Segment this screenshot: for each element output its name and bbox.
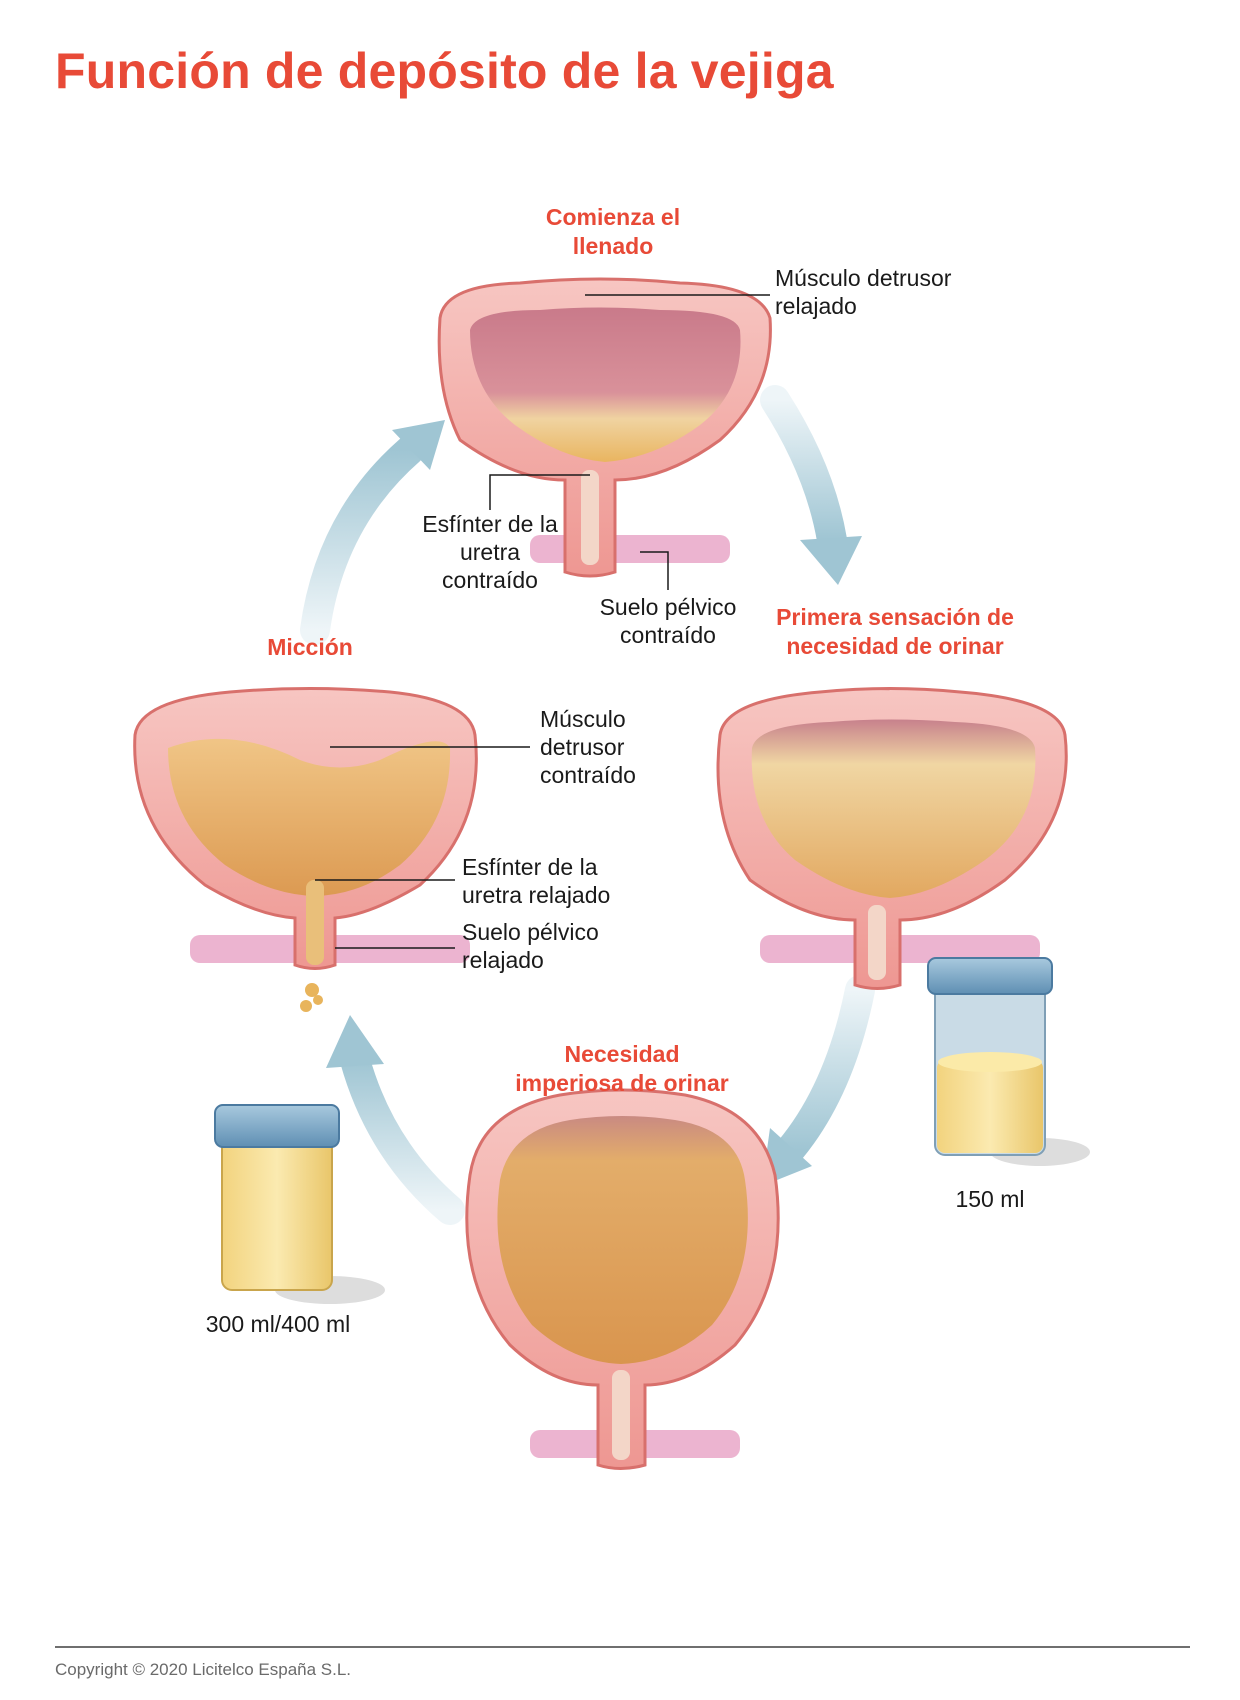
arrow-to-first-sensation: [760, 385, 862, 585]
cup-150ml: [927, 957, 1090, 1166]
label-pelvic-contracted-2: contraído: [620, 622, 716, 648]
label-pelvic-relaxed: Suelo pélvico: [462, 919, 599, 945]
footer-divider: [55, 1646, 1190, 1648]
label-sphincter-relaxed-2: uretra relajado: [462, 882, 610, 908]
leader-pelvic-contracted: [640, 551, 669, 590]
label-detrusor-contracted-3: contraído: [540, 762, 636, 788]
urine-drop: [313, 995, 323, 1005]
label-detrusor-relaxed-2: relajado: [775, 293, 857, 319]
cycle-arrows: [300, 385, 875, 1225]
copyright-text: Copyright © 2020 Licitelco España S.L.: [55, 1660, 352, 1679]
bladder-first-sensation: [716, 687, 1068, 990]
label-pelvic-contracted: Suelo pélvico: [600, 594, 737, 620]
bladder-urgent: [465, 1088, 780, 1470]
label-sphincter-relaxed: Esfínter de la: [462, 854, 598, 880]
stage-title-first-sensation: Primera sensación de: [776, 604, 1014, 630]
leader-sphincter-contracted: [489, 474, 590, 510]
stage-title-first-sensation-2: necesidad de orinar: [786, 633, 1003, 659]
label-pelvic-relaxed-2: relajado: [462, 947, 544, 973]
bladder-voiding: [133, 687, 478, 1012]
stage-title-fill-start: Comienza el: [546, 204, 680, 230]
urine-drop: [305, 983, 319, 997]
volume-150ml: 150 ml: [955, 1186, 1024, 1212]
label-detrusor-relaxed: Músculo detrusor: [775, 265, 952, 291]
stage-title-urgent-2: imperiosa de orinar: [515, 1070, 729, 1096]
bladder-fill-start: [437, 277, 772, 578]
leader-lines: [315, 294, 770, 949]
volume-300-400ml: 300 ml/400 ml: [206, 1311, 350, 1337]
label-sphincter-contracted-2: uretra: [460, 539, 520, 565]
urine-drop: [300, 1000, 312, 1012]
stage-title-fill-start-2: llenado: [573, 233, 654, 259]
arrow-to-urgent: [762, 975, 875, 1186]
pelvic-floor: [530, 535, 730, 563]
page-title: Función de depósito de la vejiga: [55, 43, 834, 99]
cup-300-400ml: [214, 1104, 385, 1304]
arrow-to-fill-start: [300, 420, 445, 645]
label-detrusor-contracted: Músculo: [540, 706, 626, 732]
label-detrusor-contracted-2: detrusor: [540, 734, 625, 760]
stage-title-voiding: Micción: [267, 634, 353, 660]
label-sphincter-contracted-3: contraído: [442, 567, 538, 593]
stage-title-urgent: Necesidad: [564, 1041, 679, 1067]
arrow-to-voiding: [326, 1015, 465, 1225]
label-sphincter-contracted: Esfínter de la: [422, 511, 558, 537]
